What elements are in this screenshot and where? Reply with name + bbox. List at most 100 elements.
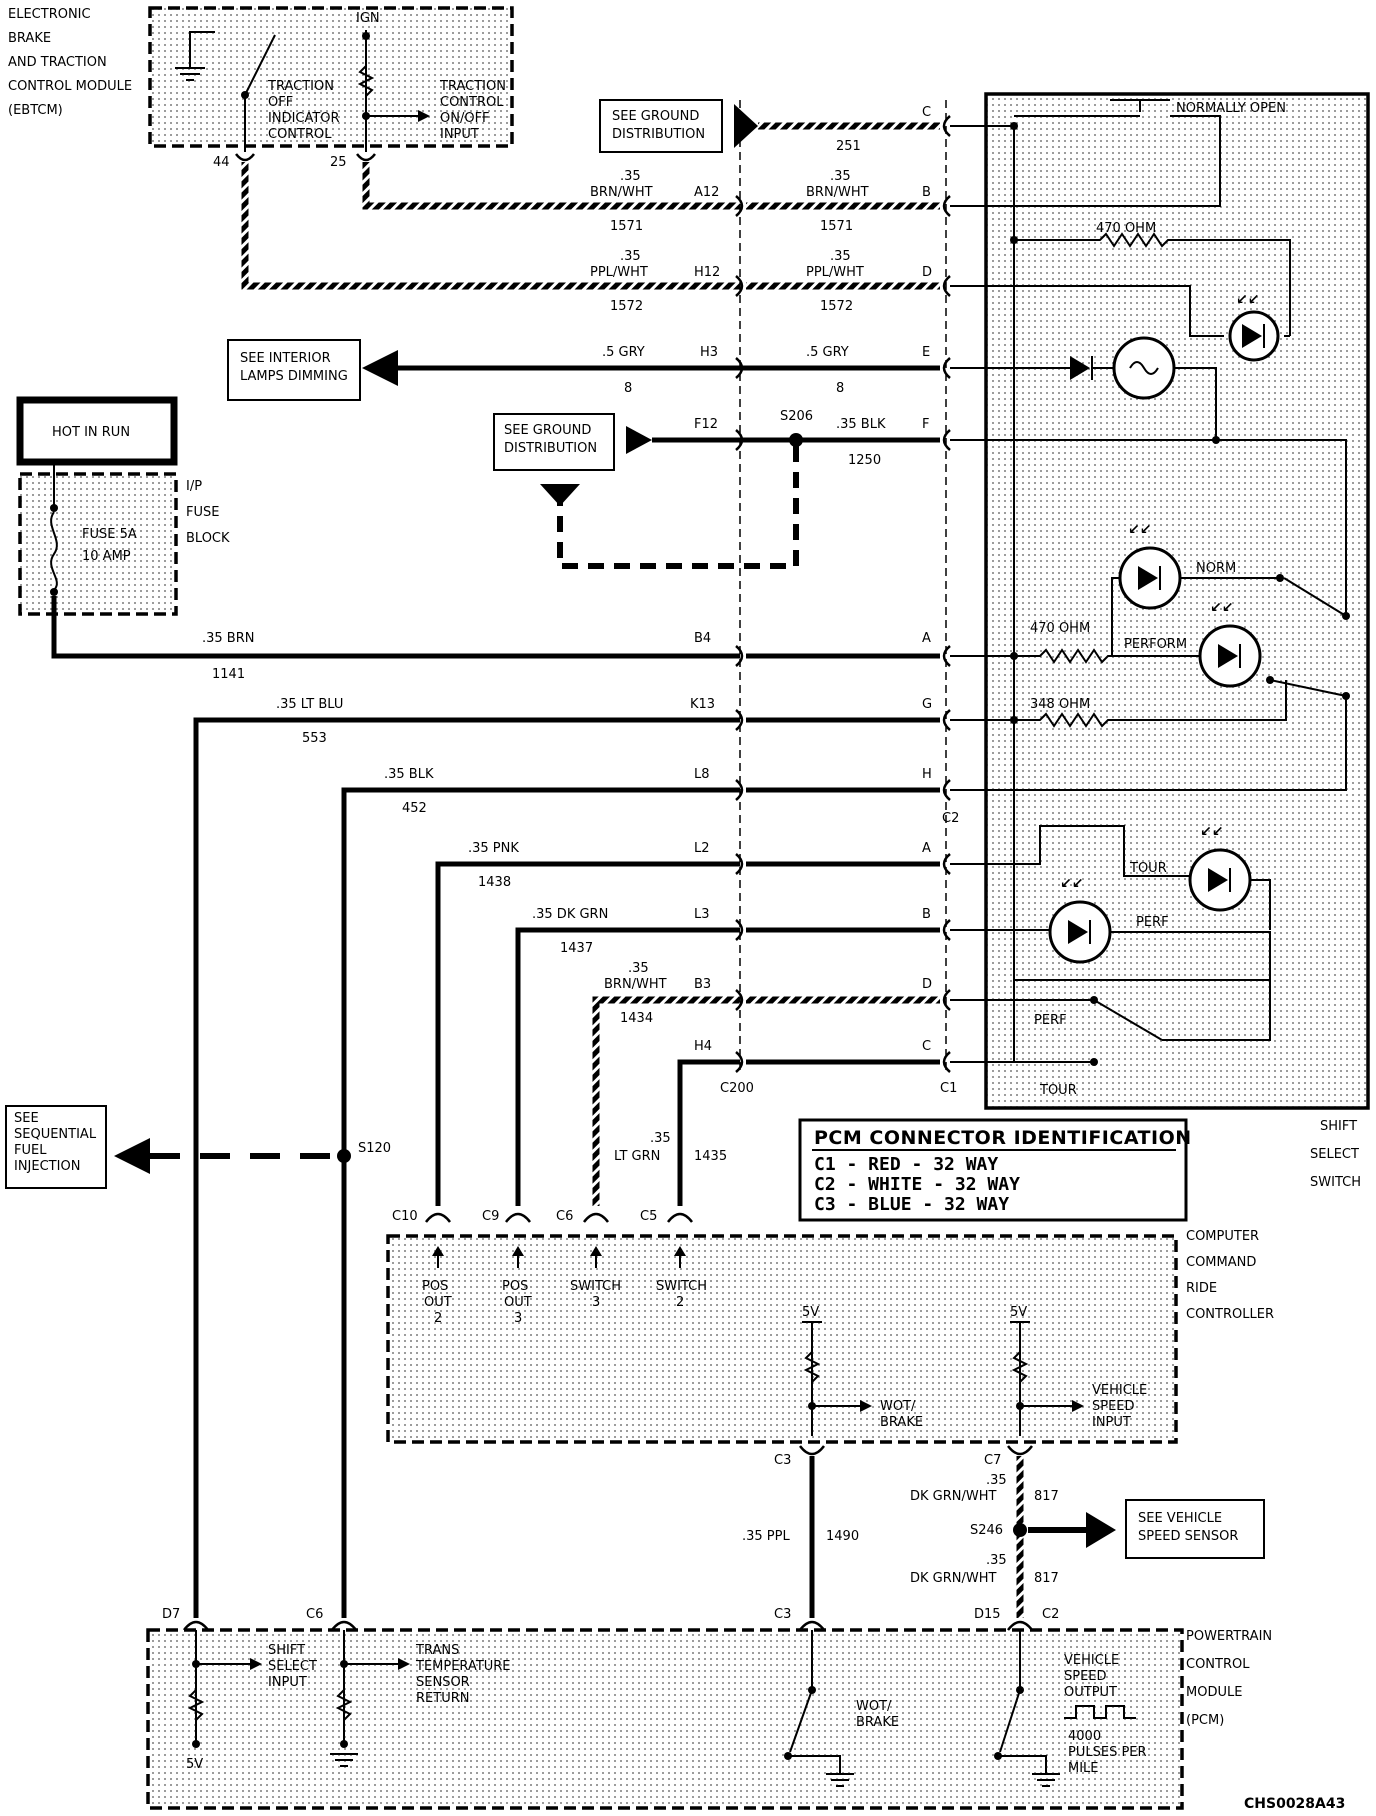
pin-b3: B3 xyxy=(694,977,711,992)
vss-ref[interactable]: SEE VEHICLE SPEED SENSOR xyxy=(1125,1499,1265,1559)
c1-c2-terminals xyxy=(942,115,951,1073)
led-perform-diode xyxy=(1218,644,1238,668)
circuit-817-a: 817 xyxy=(1034,1489,1059,1504)
circuit-1438: 1438 xyxy=(478,875,511,890)
ccrc-pin-c9: C9 xyxy=(482,1209,499,1224)
terminal-c10 xyxy=(425,1212,451,1223)
pin-44-terminal xyxy=(235,153,255,162)
interior-lamps-2: LAMPS DIMMING xyxy=(240,369,348,384)
pin-b-top: B xyxy=(922,185,931,200)
wire-1571-left xyxy=(362,162,740,210)
sfi-ref[interactable]: SEE SEQUENTIAL FUEL INJECTION xyxy=(5,1105,107,1189)
pin-k13: K13 xyxy=(690,697,715,712)
c200-terminals xyxy=(735,195,744,1073)
ebtcm-title-1: ELECTRONIC xyxy=(8,7,91,22)
pcm-5v: 5V xyxy=(186,1757,203,1772)
fuse-block: I/P FUSE BLOCK FUSE 5A 10 AMP xyxy=(18,462,230,616)
pcm-vso-switch xyxy=(999,1689,1021,1753)
perf-led-out xyxy=(1014,931,1271,981)
terminal-pcm-c6 xyxy=(331,1620,357,1631)
ground-dist-top[interactable]: SEE GROUND DISTRIBUTION xyxy=(599,99,758,153)
terminal-l8 xyxy=(735,779,744,801)
terminal-f-top xyxy=(942,429,951,451)
tour-switch-label: TOUR xyxy=(1039,1083,1077,1098)
pcm-id-row-2: C2 - WHITE - 32 WAY xyxy=(814,1174,1020,1195)
resistor-348 xyxy=(1014,680,1287,728)
gauge-1571-right: .35 xyxy=(830,169,851,184)
pcm-pin-c2: C2 xyxy=(1042,1607,1059,1622)
hot-in-run-box: HOT IN RUN xyxy=(16,396,178,466)
terminal-d-low xyxy=(942,989,951,1011)
bulb-filament xyxy=(1129,361,1159,375)
vsi-resistor xyxy=(1011,1351,1029,1383)
splice-s246-label: S246 xyxy=(970,1523,1003,1538)
ppl-color: .35 PPL xyxy=(742,1529,790,1544)
vso-2: SPEED xyxy=(1064,1669,1107,1684)
pcm-wot-1: WOT/ xyxy=(856,1699,892,1714)
led-perf-diode xyxy=(1068,920,1088,944)
ground-arrow-icon xyxy=(734,104,758,148)
terminal-c6 xyxy=(583,1212,609,1223)
norm-label: NORM xyxy=(1196,561,1236,576)
switch3-arrow-icon xyxy=(590,1246,602,1256)
switch-pivot xyxy=(241,91,249,99)
ebtcm-resistor xyxy=(357,65,375,97)
interior-lamps-arrow-icon xyxy=(362,350,398,386)
circuit-1437: 1437 xyxy=(560,941,593,956)
connector-c200-label: C200 xyxy=(720,1081,754,1096)
sw-node-f xyxy=(1212,436,1220,444)
terminal-a-mid xyxy=(942,645,951,667)
sfi-4: INJECTION xyxy=(14,1159,80,1174)
fuse-rating-2: 10 AMP xyxy=(82,549,131,564)
pulses-1: 4000 xyxy=(1068,1729,1101,1744)
ccrc-pin-c10: C10 xyxy=(392,1209,418,1224)
color-553: .35 LT BLU xyxy=(276,697,343,712)
ccrc-wot-1: WOT/ xyxy=(880,1399,916,1414)
vss-box xyxy=(1125,1499,1265,1559)
pcm-module: POWERTRAIN CONTROL MODULE (PCM) D7 C6 C3… xyxy=(146,1607,1272,1810)
traction-off-4: CONTROL xyxy=(268,127,332,142)
ccrc-box xyxy=(386,1234,1178,1444)
circuit-1571-right: 1571 xyxy=(820,219,853,234)
circuit-817-b: 817 xyxy=(1034,1571,1059,1586)
circuit-1250: 1250 xyxy=(848,453,881,468)
pos3-2: OUT xyxy=(504,1295,532,1310)
traction-off-1: TRACTION xyxy=(267,79,334,94)
splice-s206 xyxy=(789,433,803,447)
interior-lamps-ref[interactable]: SEE INTERIOR LAMPS DIMMING xyxy=(227,339,361,401)
ccrc-pin-c7: C7 xyxy=(984,1453,1001,1468)
wire-1572-left xyxy=(241,162,740,290)
terminal-c9 xyxy=(505,1212,531,1223)
ccrc-pin-c5: C5 xyxy=(640,1209,657,1224)
color-817-b: DK GRN/WHT xyxy=(910,1571,997,1586)
pos3-1: POS xyxy=(502,1279,528,1294)
splice-s246 xyxy=(1013,1523,1027,1537)
shift-switch-title-3: SWITCH xyxy=(1310,1175,1361,1190)
fuse-rating-1: FUSE 5A xyxy=(82,527,137,542)
tour-led-feed xyxy=(1014,825,1190,877)
shift-input-arrow-icon xyxy=(250,1658,262,1670)
terminal-pcm-d15 xyxy=(1007,1620,1033,1631)
circuit-8-right: 8 xyxy=(836,381,844,396)
sfi-arrow-icon xyxy=(114,1138,150,1174)
led-norm-diode xyxy=(1138,566,1158,590)
trans-4: RETURN xyxy=(416,1691,469,1706)
wire-1434 xyxy=(592,996,740,1206)
terminal-a-low xyxy=(942,853,951,875)
ebtcm-title-5: (EBTCM) xyxy=(8,103,63,118)
ccrc-module: COMPUTER COMMAND RIDE CONTROLLER C10 C9 … xyxy=(386,1209,1274,1468)
traction-input-3: ON/OFF xyxy=(440,111,490,126)
trans-3: SENSOR xyxy=(416,1675,470,1690)
pin-h4: H4 xyxy=(694,1039,712,1054)
led-tour-diode xyxy=(1208,868,1228,892)
led-perf-rays-icon: ↙↙ xyxy=(1060,876,1083,892)
ground-dist-mid[interactable]: SEE GROUND DISTRIBUTION xyxy=(493,413,652,471)
sfi-box xyxy=(5,1105,107,1189)
bulb-return xyxy=(1174,367,1217,440)
h-return xyxy=(1014,696,1347,791)
switch2-2: 2 xyxy=(676,1295,684,1310)
ground-dist-mid-2: DISTRIBUTION xyxy=(504,441,597,456)
lamp-diode xyxy=(1070,356,1090,380)
terminal-l2 xyxy=(735,853,744,875)
splice-s120 xyxy=(337,1149,351,1163)
